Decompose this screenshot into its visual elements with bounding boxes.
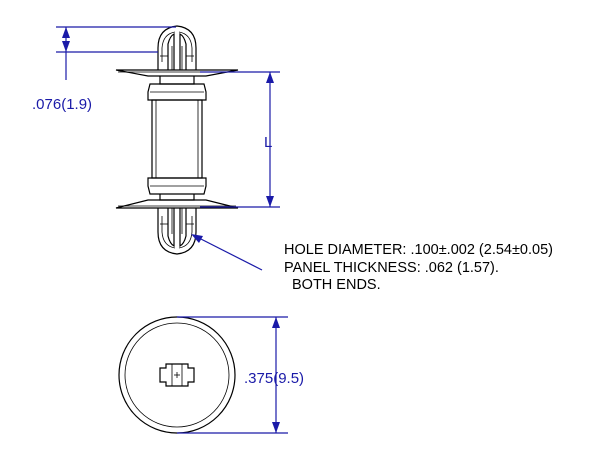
spacer-end-view xyxy=(118,316,236,434)
arrowhead-up xyxy=(266,72,274,83)
note-line-3: BOTH ENDS. xyxy=(292,277,381,293)
bottom-collar xyxy=(147,177,207,201)
leader-line xyxy=(194,235,263,271)
diameter-label: .375(9.5) xyxy=(244,370,304,387)
length-label: L xyxy=(264,134,272,151)
arrowhead-down xyxy=(62,41,70,52)
head-height-label: .076(1.9) xyxy=(32,96,92,113)
note-line-2: PANEL THICKNESS: .062 (1.57). xyxy=(284,260,499,276)
spacer-side-view xyxy=(115,25,239,255)
spacer-body xyxy=(151,99,203,179)
bottom-snap-head xyxy=(157,208,197,255)
arrowhead-up xyxy=(62,27,70,38)
length-dimension: L xyxy=(200,71,280,208)
leader-arrowhead xyxy=(191,234,203,243)
top-collar xyxy=(147,76,207,101)
arrowhead-down xyxy=(272,422,280,433)
arrowhead-down xyxy=(266,196,274,207)
top-flange xyxy=(115,69,239,77)
diameter-dimension: .375(9.5) xyxy=(177,316,304,434)
note-line-1: HOLE DIAMETER: .100±.002 (2.54±0.05) xyxy=(284,242,553,258)
inner-flange-circle xyxy=(124,322,230,428)
bottom-flange xyxy=(115,199,239,209)
arrowhead-up xyxy=(272,317,280,328)
hole-note: HOLE DIAMETER: .100±.002 (2.54±0.05) PAN… xyxy=(191,234,553,293)
head-height-dimension: .076(1.9) xyxy=(32,26,176,113)
snap-head-profile xyxy=(159,363,195,387)
top-snap-head xyxy=(157,25,197,70)
